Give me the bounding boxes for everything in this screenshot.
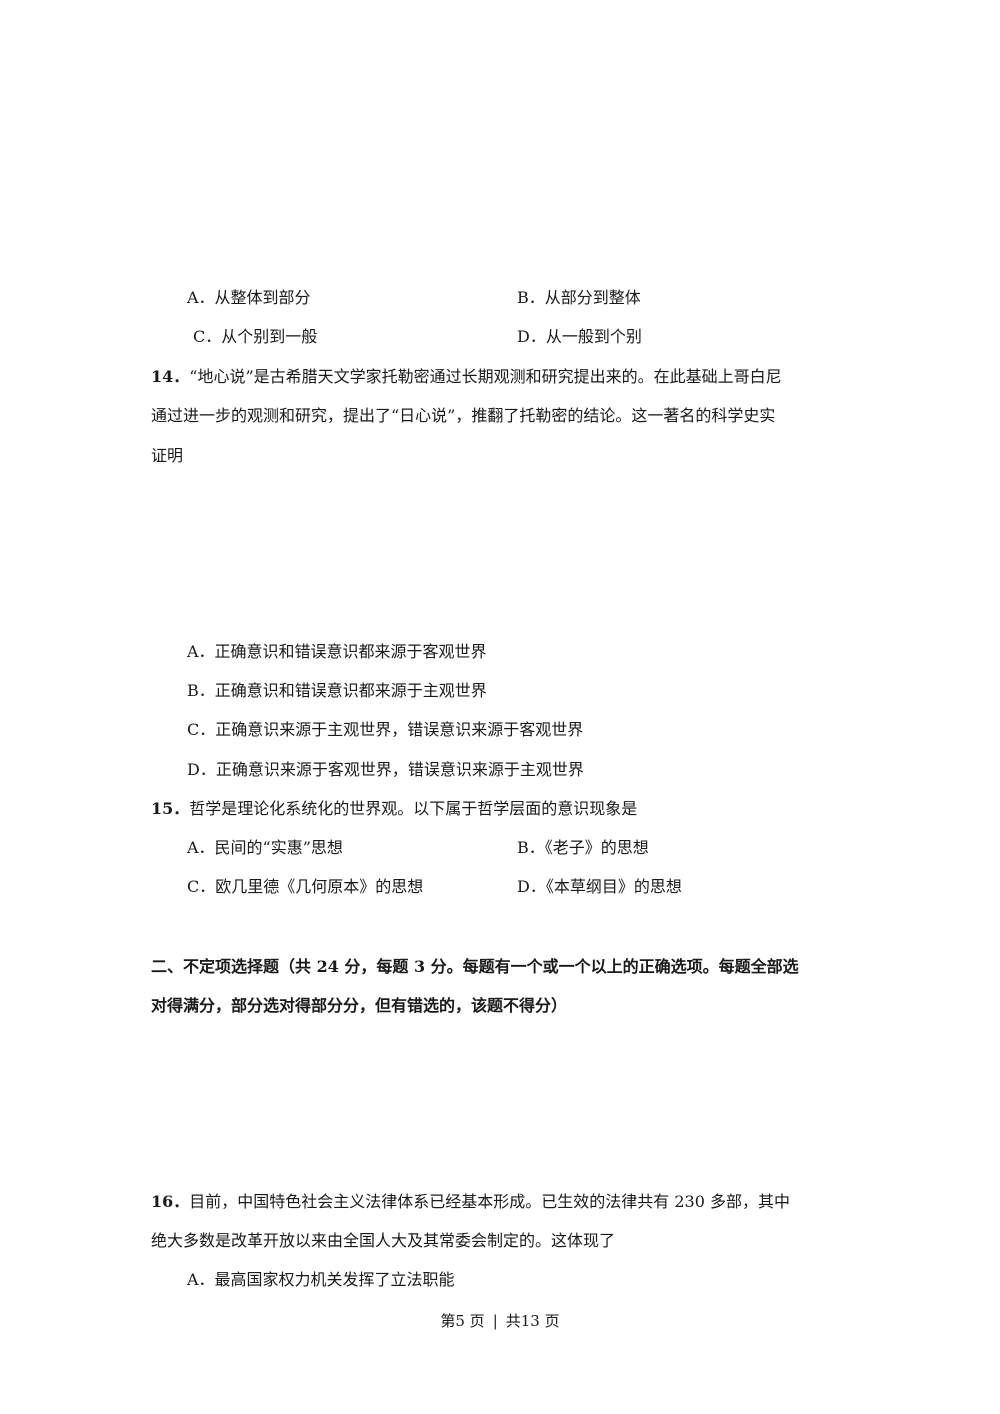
- q14-option-c: C．正确意识来源于主观世界，错误意识来源于客观世界: [187, 720, 584, 739]
- q16-stem-line1: 16．目前，中国特色社会主义法律体系已经基本形成。已生效的法律共有 230 多部…: [151, 1192, 790, 1212]
- q14-option-d: D．正确意识来源于客观世界，错误意识来源于主观世界: [187, 760, 584, 779]
- section2-heading-line1: 二、不定项选择题（共 24 分，每题 3 分。每题有一个或一个以上的正确选项。每…: [151, 957, 799, 976]
- q16-stem-line2: 绝大多数是改革开放以来由全国人大及其常委会制定的。这体现了: [151, 1231, 616, 1250]
- q14-stem-line1: 14．“地心说”是古希腊天文学家托勒密通过长期观测和研究提出来的。在此基础上哥白…: [151, 367, 782, 387]
- q15-number: 15．: [151, 799, 190, 818]
- q14-option-a: A．正确意识和错误意识都来源于客观世界: [187, 642, 487, 661]
- page-separator: |: [492, 1312, 498, 1330]
- q13-option-d: D．从一般到个别: [517, 327, 642, 346]
- q15-option-b: B．《老子》的思想: [517, 838, 649, 857]
- total-pages-label: 共13 页: [505, 1312, 560, 1330]
- q13-option-b: B．从部分到整体: [517, 288, 641, 307]
- q14-stem-line3: 证明: [151, 446, 184, 465]
- section2-heading-line2: 对得满分，部分选对得部分分，但有错选的，该题不得分）: [151, 996, 568, 1015]
- q15-option-c: C．欧几里德《几何原本》的思想: [187, 877, 424, 896]
- q15-stem-text: 哲学是理论化系统化的世界观。以下属于哲学层面的意识现象是: [189, 799, 638, 818]
- q16-number: 16．: [151, 1192, 190, 1211]
- q16-stem-text-1: 目前，中国特色社会主义法律体系已经基本形成。已生效的法律共有 230 多部，其中: [189, 1192, 790, 1211]
- page-footer: 第5 页 | 共13 页: [0, 1311, 1000, 1331]
- q13-option-c: C．从个别到一般: [193, 327, 318, 346]
- q13-option-a: A．从整体到部分: [187, 288, 311, 307]
- q14-number: 14．: [151, 367, 190, 386]
- q14-option-b: B．正确意识和错误意识都来源于主观世界: [187, 681, 487, 700]
- q14-stem-line2: 通过进一步的观测和研究，提出了“日心说”，推翻了托勒密的结论。这一著名的科学史实: [151, 406, 776, 425]
- current-page-label: 第5 页: [440, 1312, 485, 1330]
- q15-option-d: D．《本草纲目》的思想: [517, 877, 682, 896]
- q14-stem-text-1: “地心说”是古希腊天文学家托勒密通过长期观测和研究提出来的。在此基础上哥白尼: [189, 367, 782, 386]
- q15-option-a: A．民间的“实惠”思想: [187, 838, 343, 857]
- q16-option-a: A．最高国家权力机关发挥了立法职能: [187, 1270, 455, 1289]
- q15-stem: 15．哲学是理论化系统化的世界观。以下属于哲学层面的意识现象是: [151, 799, 637, 819]
